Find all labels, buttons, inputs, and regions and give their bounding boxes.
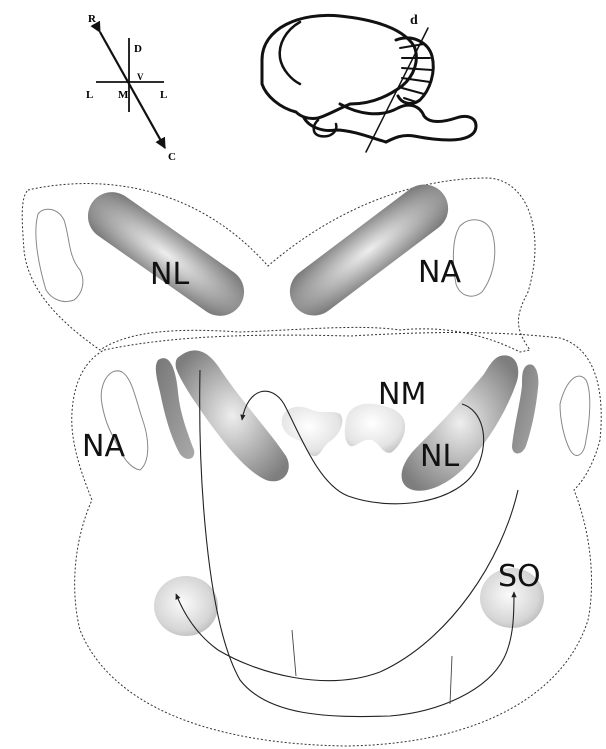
upper-left-lateral-outline	[36, 209, 83, 301]
brainstem-outline	[340, 104, 476, 142]
section-plane-label: d	[410, 13, 418, 28]
upper-nl-label: NL	[150, 257, 189, 292]
lower-nl-label: NL	[420, 439, 459, 474]
medial-label: M	[118, 89, 129, 101]
ventral-label: V	[137, 72, 144, 82]
lower-nl-left-nucleus	[176, 350, 289, 481]
midline-left-tick	[292, 630, 296, 676]
section-plane-line	[366, 28, 428, 152]
orientation-compass: R D V M L L C	[86, 13, 176, 163]
lower-nm-left-nucleus	[282, 407, 343, 456]
upper-nl-left-nucleus	[79, 183, 254, 326]
lateral-right-label: L	[160, 89, 167, 101]
midline-right-tick	[450, 656, 452, 704]
upper-nl-right-nucleus	[280, 175, 457, 325]
lower-na-label: NA	[82, 429, 125, 464]
upper-section: NL NA	[22, 175, 535, 352]
lower-section: NA NM NL SO	[72, 333, 601, 747]
dorsal-label: D	[134, 43, 142, 55]
lower-so-left-nucleus	[154, 576, 218, 636]
brain-inset: d	[262, 13, 476, 152]
lower-so-label: SO	[498, 559, 541, 594]
upper-na-label: NA	[418, 255, 461, 290]
cerebrum-sulcus	[280, 22, 300, 84]
lateral-left-label: L	[86, 89, 93, 101]
lower-nm-label: NM	[378, 377, 426, 412]
caudal-label: C	[168, 151, 176, 163]
rostral-label: R	[88, 13, 97, 25]
lower-right-lateral-outline	[560, 376, 590, 455]
rostral-caudal-axis	[100, 32, 165, 148]
